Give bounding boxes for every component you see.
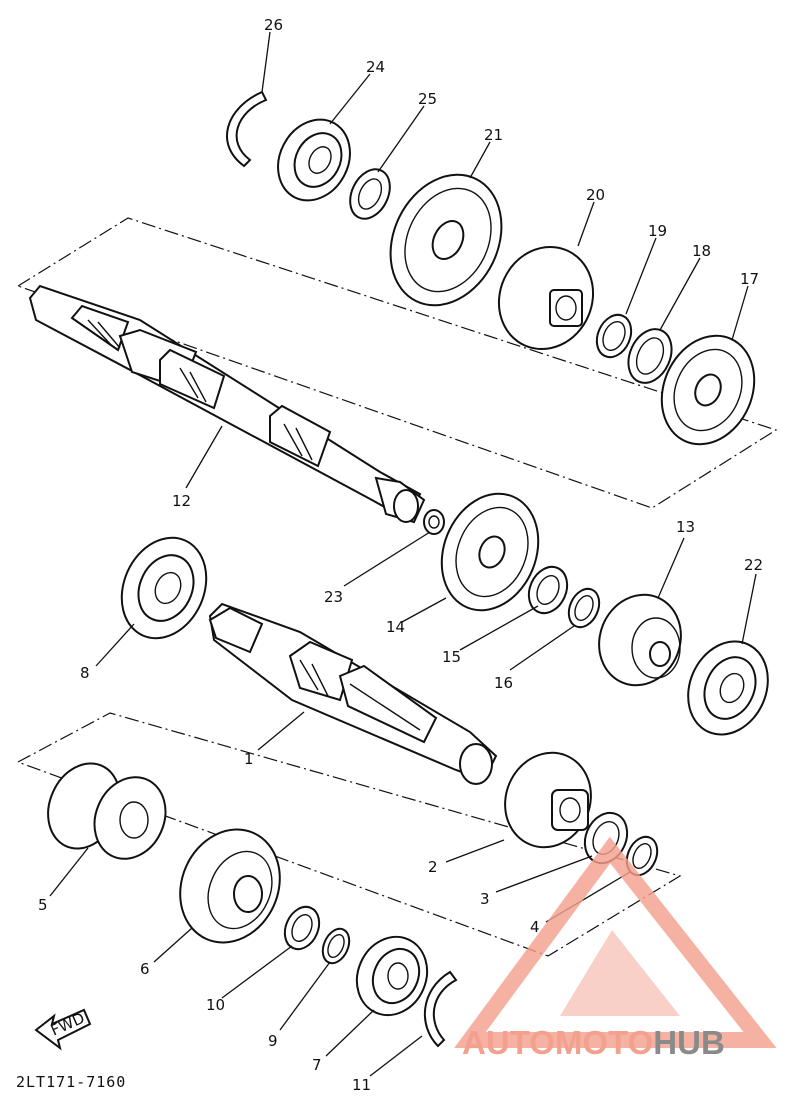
label-17: 17: [740, 270, 759, 288]
main-axle-shaft: [28, 284, 426, 524]
washer-10: [283, 905, 321, 951]
collar-23: [423, 509, 445, 535]
label-9: 9: [268, 1032, 278, 1050]
label-12: 12: [172, 492, 191, 510]
watermark-part-hub: HUB: [653, 1024, 725, 1061]
washer-25: [349, 168, 391, 220]
gear-5: [47, 762, 167, 860]
label-13: 13: [676, 518, 695, 536]
label-5: 5: [38, 896, 48, 914]
label-16: 16: [494, 674, 513, 692]
label-10: 10: [206, 996, 225, 1014]
gear-6: [179, 828, 281, 944]
bearing-24: [277, 118, 351, 202]
gear-13: [598, 593, 682, 687]
label-24: 24: [366, 58, 385, 76]
gear-21: [389, 173, 503, 307]
watermark-part-moto: MOTO: [554, 1024, 654, 1061]
label-6: 6: [140, 960, 150, 978]
gear-17: [660, 334, 756, 446]
label-2: 2: [428, 858, 438, 876]
watermark-text: AUTOMOTOHUB: [462, 1024, 725, 1062]
fwd-arrow-icon: FWD: [34, 1008, 92, 1051]
gear-20: [497, 245, 595, 351]
circlip-11: [423, 970, 458, 1048]
part-labels: 26 24 25 21 20 19 18 17 12 23 14 15 16 1…: [38, 16, 763, 1094]
bearing-7: [355, 935, 429, 1017]
label-4: 4: [530, 918, 540, 936]
label-25: 25: [418, 90, 437, 108]
drawing-code: 2LT171-7160: [16, 1073, 127, 1091]
label-23: 23: [324, 588, 343, 606]
circlip-26: [226, 90, 268, 168]
washer-18: [627, 328, 673, 384]
watermark-logo: [454, 836, 777, 1048]
label-22: 22: [744, 556, 763, 574]
label-19: 19: [648, 222, 667, 240]
label-26: 26: [264, 16, 283, 34]
bearing-22: [687, 640, 769, 736]
label-11: 11: [352, 1076, 371, 1094]
circlip-9: [321, 927, 351, 965]
label-18: 18: [692, 242, 711, 260]
drive-axle-shaft: [208, 602, 498, 785]
bearing-8: [120, 536, 208, 640]
watermark-part-auto: AUTO: [462, 1024, 555, 1061]
circlip-16: [567, 587, 601, 629]
gear-2: [504, 751, 592, 849]
washer-15: [527, 565, 569, 615]
label-7: 7: [312, 1056, 322, 1074]
label-21: 21: [484, 126, 503, 144]
label-15: 15: [442, 648, 461, 666]
group-outline-upper: [17, 217, 778, 509]
group-outline-lower: [17, 712, 682, 957]
label-20: 20: [586, 186, 605, 204]
circlip-19: [595, 313, 633, 359]
label-14: 14: [386, 618, 405, 636]
label-1: 1: [244, 750, 254, 768]
label-8: 8: [80, 664, 90, 682]
gear-14: [440, 492, 540, 612]
label-3: 3: [480, 890, 490, 908]
